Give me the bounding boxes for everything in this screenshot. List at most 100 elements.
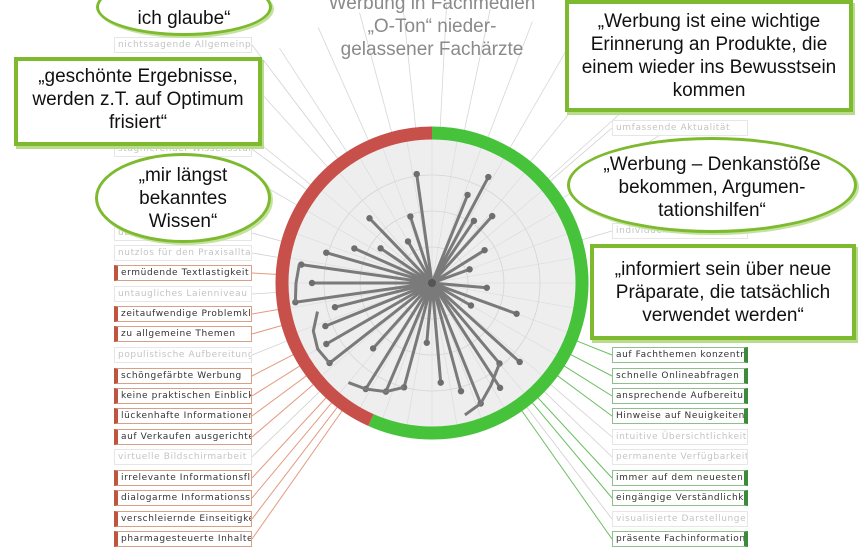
connector-line (251, 406, 338, 520)
rating-spike (430, 281, 463, 393)
rating-point (496, 384, 504, 392)
rating-spike (293, 281, 434, 304)
right-label: eingängige Verständlichkeit (612, 490, 748, 506)
connector-line (251, 272, 277, 275)
right-label: visualisierte Darstellungen (612, 511, 748, 527)
rating-point (413, 170, 420, 178)
rating-point (437, 379, 444, 386)
rating-point (323, 340, 330, 348)
left-label: untaugliches Laienniveau (114, 286, 252, 302)
rating-point (485, 173, 492, 181)
rating-spike (430, 281, 483, 406)
right-label: umfassende Aktualität (612, 120, 748, 136)
rating-point (470, 217, 478, 225)
rating-spike (324, 251, 434, 285)
rating-spike (430, 281, 522, 364)
connector-line (251, 384, 314, 438)
grid-spoke (431, 190, 543, 284)
rating-spike (333, 281, 434, 309)
rating-spike (430, 281, 473, 307)
rating-point (513, 310, 520, 317)
rating-spike (371, 281, 434, 350)
rating-point (457, 387, 465, 395)
connector-line (251, 325, 283, 335)
connector-line (464, 9, 491, 131)
rating-spike (425, 281, 434, 345)
rating-point (323, 249, 330, 256)
rating-point (369, 345, 377, 352)
connector-line (251, 252, 279, 258)
connector-line (581, 230, 613, 241)
rating-point (331, 303, 339, 311)
rating-spike (430, 281, 489, 290)
rating-spike (324, 281, 434, 346)
connector-line (251, 292, 277, 295)
connector-line (526, 406, 613, 520)
rating-point (516, 358, 523, 366)
grid-spoke (339, 172, 433, 284)
grid-spoke (431, 282, 458, 425)
quote-box: „informiert sein über neue Präparate, di… (590, 244, 856, 340)
left-label: schöngefärbte Werbung (114, 368, 252, 384)
grid-spoke (321, 190, 433, 284)
quote-bubble: „Werbung – Denkanstöße bekommen, Argumen… (567, 137, 857, 233)
connector-line (251, 44, 339, 159)
rating-point (308, 279, 316, 287)
rating-point (322, 322, 329, 330)
right-label: ansprechende Aufbereitung (612, 388, 748, 404)
connector-line (251, 410, 343, 540)
grid-spoke (431, 257, 574, 284)
right-label: schnelle Onlineabfragen (612, 368, 748, 384)
rating-spike (430, 281, 502, 390)
quote-box: „Werbung ist eine wichtige Erinnerung an… (565, 0, 853, 112)
connector-line (251, 232, 282, 242)
connector-line (557, 375, 613, 417)
rating-spike (430, 214, 494, 285)
left-label: irrelevante Informationsflut (114, 470, 252, 486)
left-label: zu allgemeine Themen (114, 326, 252, 342)
rating-spike (352, 246, 434, 285)
rating-spike (367, 216, 434, 285)
rating-spike (323, 281, 434, 328)
rating-spike (430, 267, 472, 285)
rating-trace (311, 311, 331, 365)
rating-point (404, 238, 412, 245)
rating-spike (402, 281, 434, 389)
rating-spike (328, 281, 434, 365)
connector-line (251, 308, 279, 315)
right-label: intuitive Übersichtlichkeit (612, 429, 748, 445)
grid-spoke (431, 141, 458, 284)
grid-spoke (431, 282, 574, 309)
left-label: zeitaufwendige Problemklärung (114, 306, 252, 322)
connector-line (563, 365, 613, 397)
connector-line (402, 4, 417, 128)
left-label: keine praktischen Einblicke (114, 388, 252, 404)
rating-spike (384, 281, 434, 394)
rating-spike (430, 175, 490, 285)
connector-line (251, 402, 333, 499)
rating-point (489, 212, 496, 220)
connector-line (359, 12, 393, 133)
rating-trace (293, 264, 301, 303)
connector-line (251, 340, 288, 356)
connector-line (251, 375, 307, 417)
rating-spike (430, 281, 519, 316)
rating-spike (299, 263, 434, 285)
rating-lines (292, 170, 523, 417)
rating-point (366, 215, 373, 222)
rating-point (481, 246, 488, 254)
right-label: immer auf dem neuesten Stand (612, 470, 748, 486)
connector-line (537, 397, 613, 479)
left-label: pharmagesteuerte Inhalte (114, 531, 252, 547)
connector-line (549, 127, 613, 182)
connector-line (521, 410, 613, 540)
left-label: verschleiernde Einseitigkeit (114, 511, 252, 527)
title-line: „O-Ton“ nieder- (367, 16, 497, 37)
connector-line (251, 391, 321, 458)
connector-line (487, 21, 533, 138)
connector-line (531, 402, 613, 499)
rating-point (351, 245, 358, 252)
connector-line (439, 3, 448, 128)
rating-spike (430, 193, 470, 285)
